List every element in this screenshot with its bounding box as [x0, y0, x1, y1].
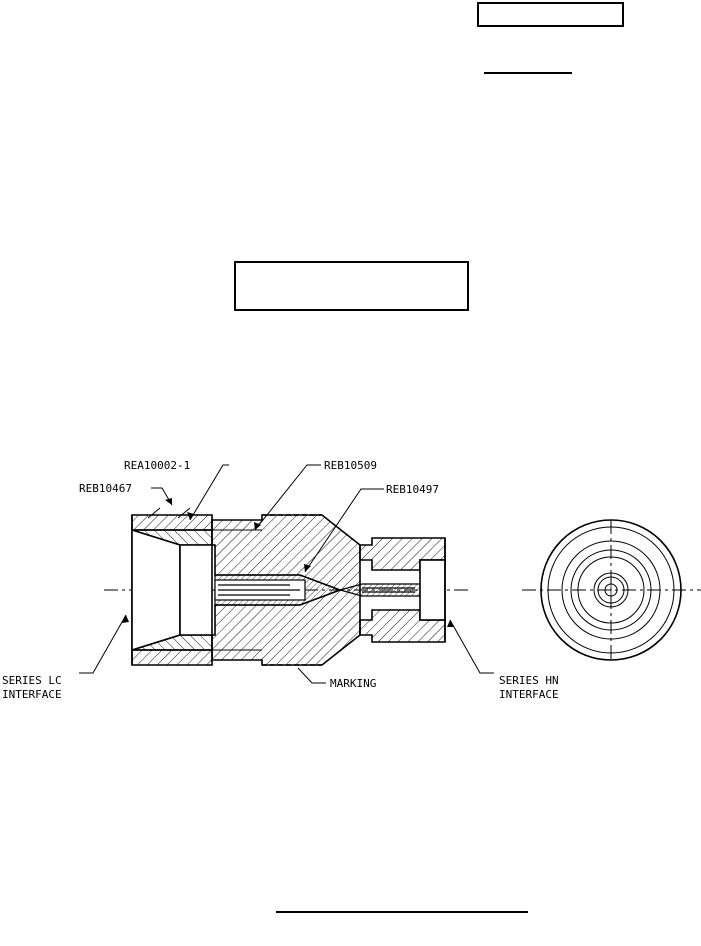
hn-interface — [359, 537, 446, 643]
label-reb10467: REB10467 — [79, 482, 132, 495]
coupling-nut — [131, 507, 213, 666]
leader-arrows — [122, 498, 454, 627]
label-reb10497: REB10497 — [386, 483, 439, 496]
header-box — [477, 2, 624, 27]
label-series-lc: SERIES LC — [2, 674, 62, 687]
label-reb10509: REB10509 — [324, 459, 377, 472]
label-series-lc-interface: INTERFACE — [2, 688, 62, 701]
center-contact — [214, 574, 421, 606]
label-rea10002: REA10002-1 — [124, 459, 190, 472]
label-marking: MARKING — [330, 677, 376, 690]
footer-rule — [276, 911, 528, 913]
end-view — [540, 519, 682, 661]
adapter-body — [211, 514, 361, 666]
label-series-hn-interface: INTERFACE — [499, 688, 559, 701]
header-rule — [484, 72, 572, 74]
title-box — [234, 261, 469, 311]
label-series-hn: SERIES HN — [499, 674, 559, 687]
